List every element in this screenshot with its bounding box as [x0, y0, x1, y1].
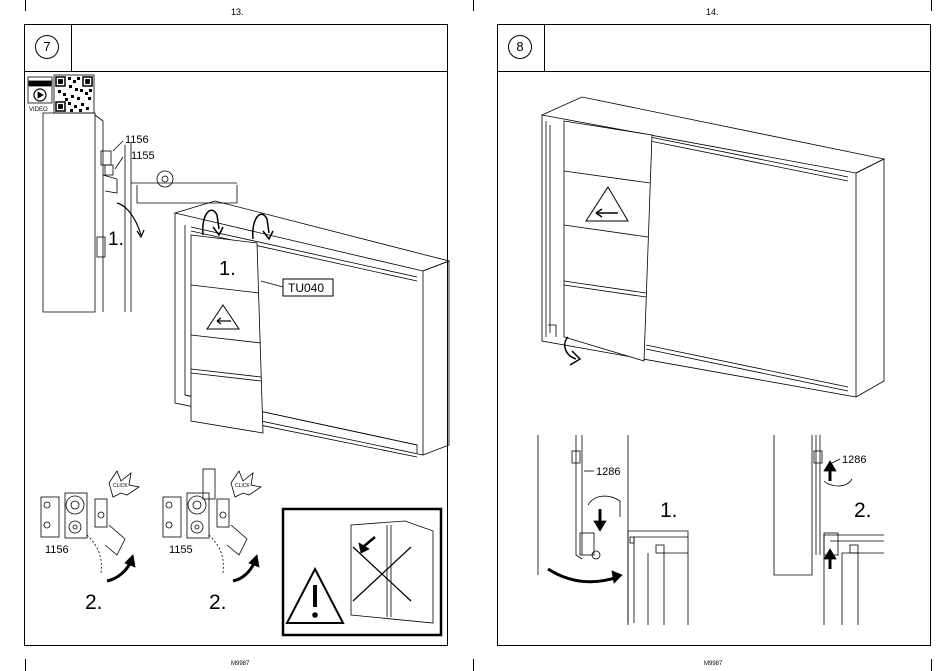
detail-step-2 — [774, 435, 884, 625]
footer-code-right: M9987 — [704, 661, 722, 667]
step-2-label-1: 2. — [85, 591, 103, 614]
part-1156-label: 1156 — [125, 134, 149, 146]
crop-mark — [473, 659, 474, 671]
part-1155-bottom-label: 1155 — [169, 544, 193, 556]
door-code-label: TU040 — [288, 281, 324, 295]
part-1286-label-1: 1286 — [596, 466, 620, 478]
detail-step-1 — [538, 435, 688, 625]
warning-box — [283, 509, 441, 635]
step-7-illustration: VIDEO 1156 1155 1. — [25, 25, 447, 645]
part-1156-bottom-label: 1156 — [45, 544, 69, 556]
crop-mark — [931, 0, 932, 11]
step-1-door-label: 1. — [219, 258, 236, 280]
page-number-right: 14. — [706, 7, 719, 17]
step-1-label-right: 1. — [660, 499, 678, 522]
step-2-label-right: 2. — [854, 499, 872, 522]
step-8-illustration: 1286 1. 1286 2. — [498, 25, 930, 645]
part-1286-label-2: 1286 — [842, 454, 866, 466]
footer-code-left: M9987 — [231, 661, 249, 667]
crop-mark — [931, 659, 932, 671]
video-label: VIDEO — [29, 107, 48, 113]
left-page: 7 VIDEO — [24, 24, 448, 646]
click-label-2: CLICK — [235, 483, 250, 489]
step-1-label: 1. — [108, 229, 124, 250]
crop-mark — [25, 0, 26, 11]
part-1155-label: 1155 — [131, 150, 155, 162]
crop-mark — [25, 659, 26, 671]
step-2-label-2: 2. — [209, 591, 227, 614]
crop-mark — [473, 0, 474, 11]
click-label-1: CLICK — [113, 483, 128, 489]
right-page: 8 — [497, 24, 931, 646]
page-number-left: 13. — [231, 7, 244, 17]
